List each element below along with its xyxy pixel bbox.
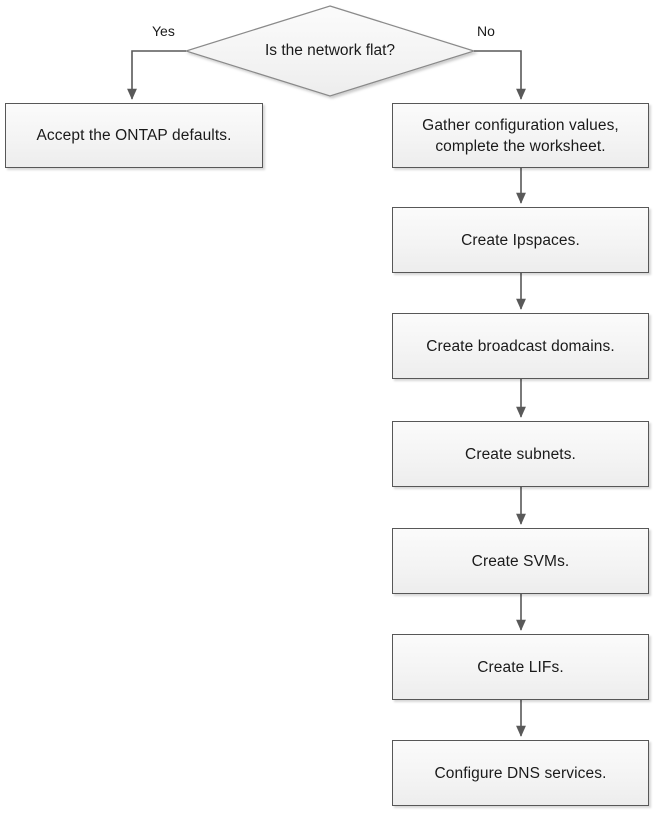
node-label: Create broadcast domains. [426,337,615,355]
node-create-subnets: Create subnets. [392,421,649,487]
node-label: Create LIFs. [477,658,564,676]
node-label: Create Ipspaces. [461,231,580,249]
edge-label-no: No [477,23,495,39]
node-label: Gather configuration values, complete th… [422,116,619,155]
node-create-ipspaces: Create Ipspaces. [392,207,649,273]
edge-no [474,50,526,100]
node-create-lifs: Create LIFs. [392,634,649,700]
edge-label-yes: Yes [152,23,175,39]
node-create-broadcast-domains: Create broadcast domains. [392,313,649,379]
node-label: Create SVMs. [471,552,570,570]
node-create-svms: Create SVMs. [392,528,649,594]
node-accept-ontap-defaults: Accept the ONTAP defaults. [5,103,263,168]
node-label: Accept the ONTAP defaults. [36,127,232,144]
decision-diamond [183,5,477,97]
node-configure-dns-services: Configure DNS services. [392,740,649,806]
node-label: Configure DNS services. [434,764,607,782]
edge-yes [127,50,186,100]
node-gather-configuration-values: Gather configuration values, complete th… [392,103,649,168]
node-label: Create subnets. [465,445,576,463]
